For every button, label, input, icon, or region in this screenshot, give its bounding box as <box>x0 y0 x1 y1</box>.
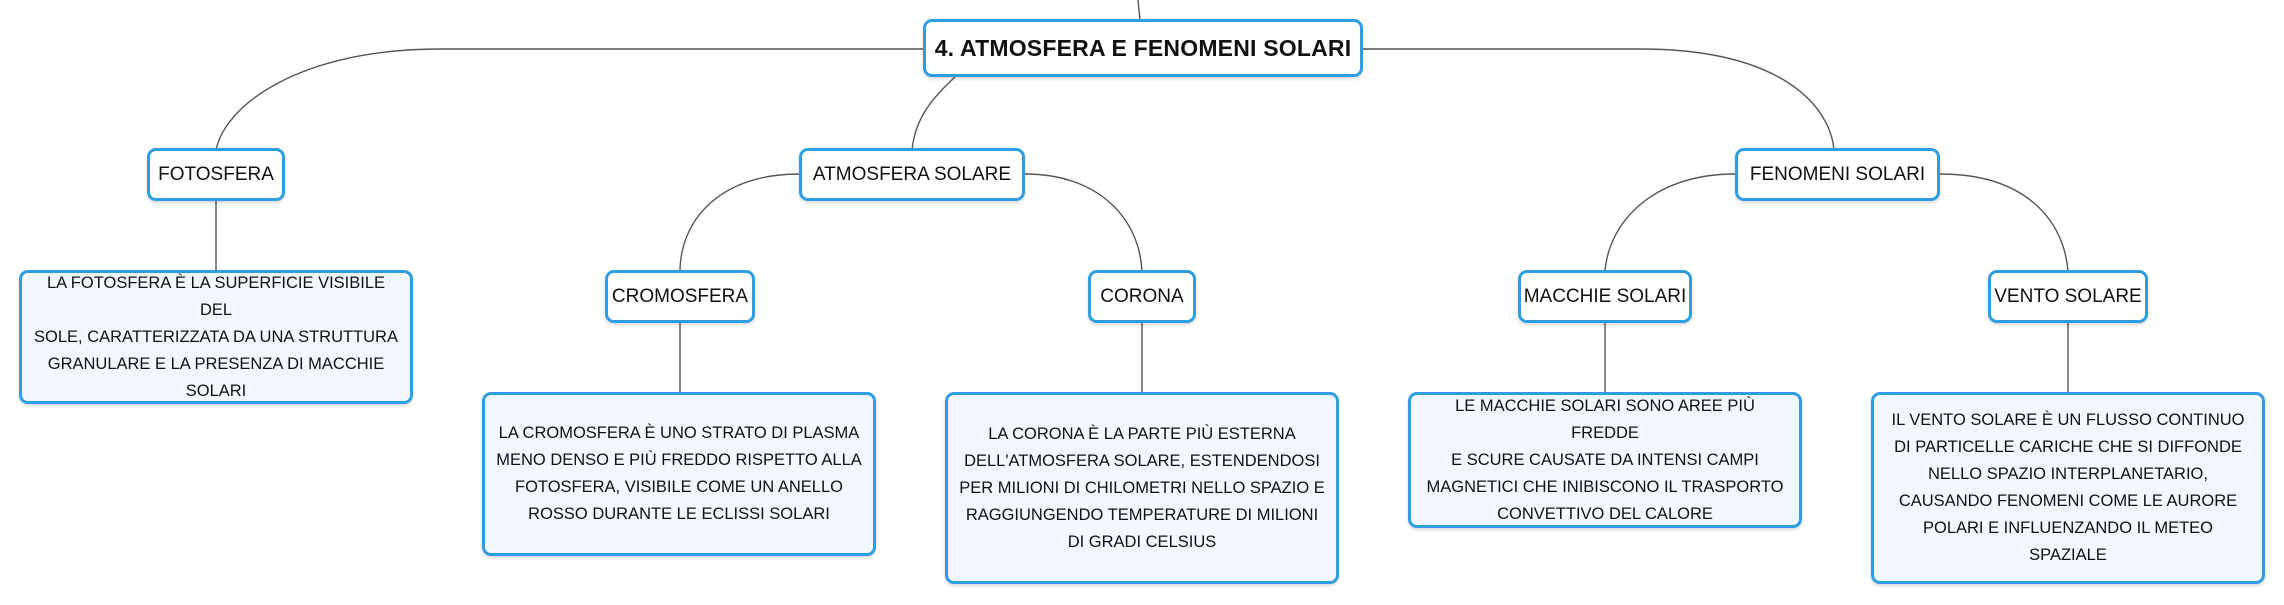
subtopic-corona-label: CORONA <box>1100 285 1184 307</box>
topic-fenomeni-solari-label: FENOMENI SOLARI <box>1749 163 1926 185</box>
fotosfera-desc-line: GRANULARE E LA PRESENZA DI MACCHIE <box>47 354 385 373</box>
vento-desc-line: NELLO SPAZIO INTERPLANETARIO, <box>1928 465 2208 483</box>
connector-root-atmosfera-solare <box>911 76 956 151</box>
cromosfera-description[interactable]: LA CROMOSFERA È UNO STRATO DI PLASMA MEN… <box>482 392 876 556</box>
subtopic-cromosfera[interactable]: CROMOSFERA <box>605 270 755 323</box>
root-node[interactable]: 4. ATMOSFERA E FENOMENI SOLARI <box>923 19 1363 77</box>
cromosfera-desc-line: ROSSO DURANTE LE ECLISSI SOLARI <box>528 505 830 523</box>
subtopic-vento-solare-label: VENTO SOLARE <box>1994 285 2142 307</box>
topic-atmosfera-solare[interactable]: ATMOSFERA SOLARE <box>799 148 1025 201</box>
macchie-desc-line: E SCURE CAUSATE DA INTENSI CAMPI <box>1451 450 1759 469</box>
vento-solare-description[interactable]: IL VENTO SOLARE È UN FLUSSO CONTINUO DI … <box>1871 392 2265 584</box>
topic-fotosfera-label: FOTOSFERA <box>158 163 274 185</box>
vento-solare-description-text: IL VENTO SOLARE È UN FLUSSO CONTINUO DI … <box>1882 407 2254 569</box>
connector-fenomeni-macchie <box>1604 173 1736 273</box>
corona-desc-line: DELL'ATMOSFERA SOLARE, ESTENDENDOSI <box>964 451 1320 470</box>
cromosfera-desc-line: FOTOSFERA, VISIBILE COME UN ANELLO <box>515 478 843 496</box>
corona-desc-line: PER MILIONI DI CHILOMETRI NELLO SPAZIO E <box>959 478 1325 497</box>
corona-description[interactable]: LA CORONA È LA PARTE PIÙ ESTERNA DELL'AT… <box>945 392 1339 584</box>
vento-desc-line: CAUSANDO FENOMENI COME LE AURORE <box>1898 492 2238 510</box>
cromosfera-desc-line: MENO DENSO E PIÙ FREDDO RISPETTO ALLA <box>496 451 862 469</box>
subtopic-macchie-solari[interactable]: MACCHIE SOLARI <box>1518 270 1692 323</box>
connector-root-fotosfera <box>215 48 923 151</box>
macchie-solari-description-text: LE MACCHIE SOLARI SONO AREE PIÙ FREDDE E… <box>1419 393 1791 528</box>
connector-atmosfera-cromosfera <box>679 173 800 273</box>
fotosfera-desc-line: SOLARI <box>185 381 247 400</box>
connector-fenomeni-vento <box>1939 173 2069 273</box>
corona-description-text: LA CORONA È LA PARTE PIÙ ESTERNA DELL'AT… <box>959 421 1325 556</box>
topic-fenomeni-solari[interactable]: FENOMENI SOLARI <box>1735 148 1940 201</box>
macchie-desc-line: MAGNETICI CHE INIBISCONO IL TRASPORTO <box>1426 477 1784 496</box>
connector-atmosfera-corona <box>1024 173 1143 273</box>
corona-desc-line: DI GRADI CELSIUS <box>1067 532 1217 551</box>
macchie-desc-line: CONVETTIVO DEL CALORE <box>1497 504 1713 523</box>
connector-root-parent <box>1137 0 1141 21</box>
cromosfera-desc-line: LA CROMOSFERA È UNO STRATO DI PLASMA <box>498 424 860 442</box>
fotosfera-desc-line: SOLE, CARATTERIZZATA DA UNA STRUTTURA <box>34 327 398 346</box>
subtopic-corona[interactable]: CORONA <box>1088 270 1196 323</box>
fotosfera-desc-line: LA FOTOSFERA È LA SUPERFICIE VISIBILE DE… <box>46 273 386 319</box>
topic-atmosfera-solare-label: ATMOSFERA SOLARE <box>812 163 1012 185</box>
root-title: 4. ATMOSFERA E FENOMENI SOLARI <box>934 34 1352 61</box>
corona-desc-line: LA CORONA È LA PARTE PIÙ ESTERNA <box>988 424 1296 443</box>
subtopic-cromosfera-label: CROMOSFERA <box>611 285 749 307</box>
topic-fotosfera[interactable]: FOTOSFERA <box>147 148 285 201</box>
vento-desc-line: POLARI E INFLUENZANDO IL METEO SPAZIALE <box>1922 519 2214 564</box>
corona-desc-line: RAGGIUNGENDO TEMPERATURE DI MILIONI <box>965 505 1319 524</box>
macchie-desc-line: LE MACCHIE SOLARI SONO AREE PIÙ FREDDE <box>1455 396 1755 442</box>
macchie-solari-description[interactable]: LE MACCHIE SOLARI SONO AREE PIÙ FREDDE E… <box>1408 392 1802 528</box>
subtopic-vento-solare[interactable]: VENTO SOLARE <box>1988 270 2148 323</box>
vento-desc-line: DI PARTICELLE CARICHE CHE SI DIFFONDE <box>1894 438 2242 456</box>
connector-root-fenomeni-solari <box>1363 48 1835 151</box>
fotosfera-description[interactable]: LA FOTOSFERA È LA SUPERFICIE VISIBILE DE… <box>19 270 413 404</box>
vento-desc-line: IL VENTO SOLARE È UN FLUSSO CONTINUO <box>1891 411 2245 429</box>
fotosfera-description-text: LA FOTOSFERA È LA SUPERFICIE VISIBILE DE… <box>30 270 402 405</box>
cromosfera-description-text: LA CROMOSFERA È UNO STRATO DI PLASMA MEN… <box>496 420 862 528</box>
subtopic-macchie-solari-label: MACCHIE SOLARI <box>1523 285 1687 307</box>
